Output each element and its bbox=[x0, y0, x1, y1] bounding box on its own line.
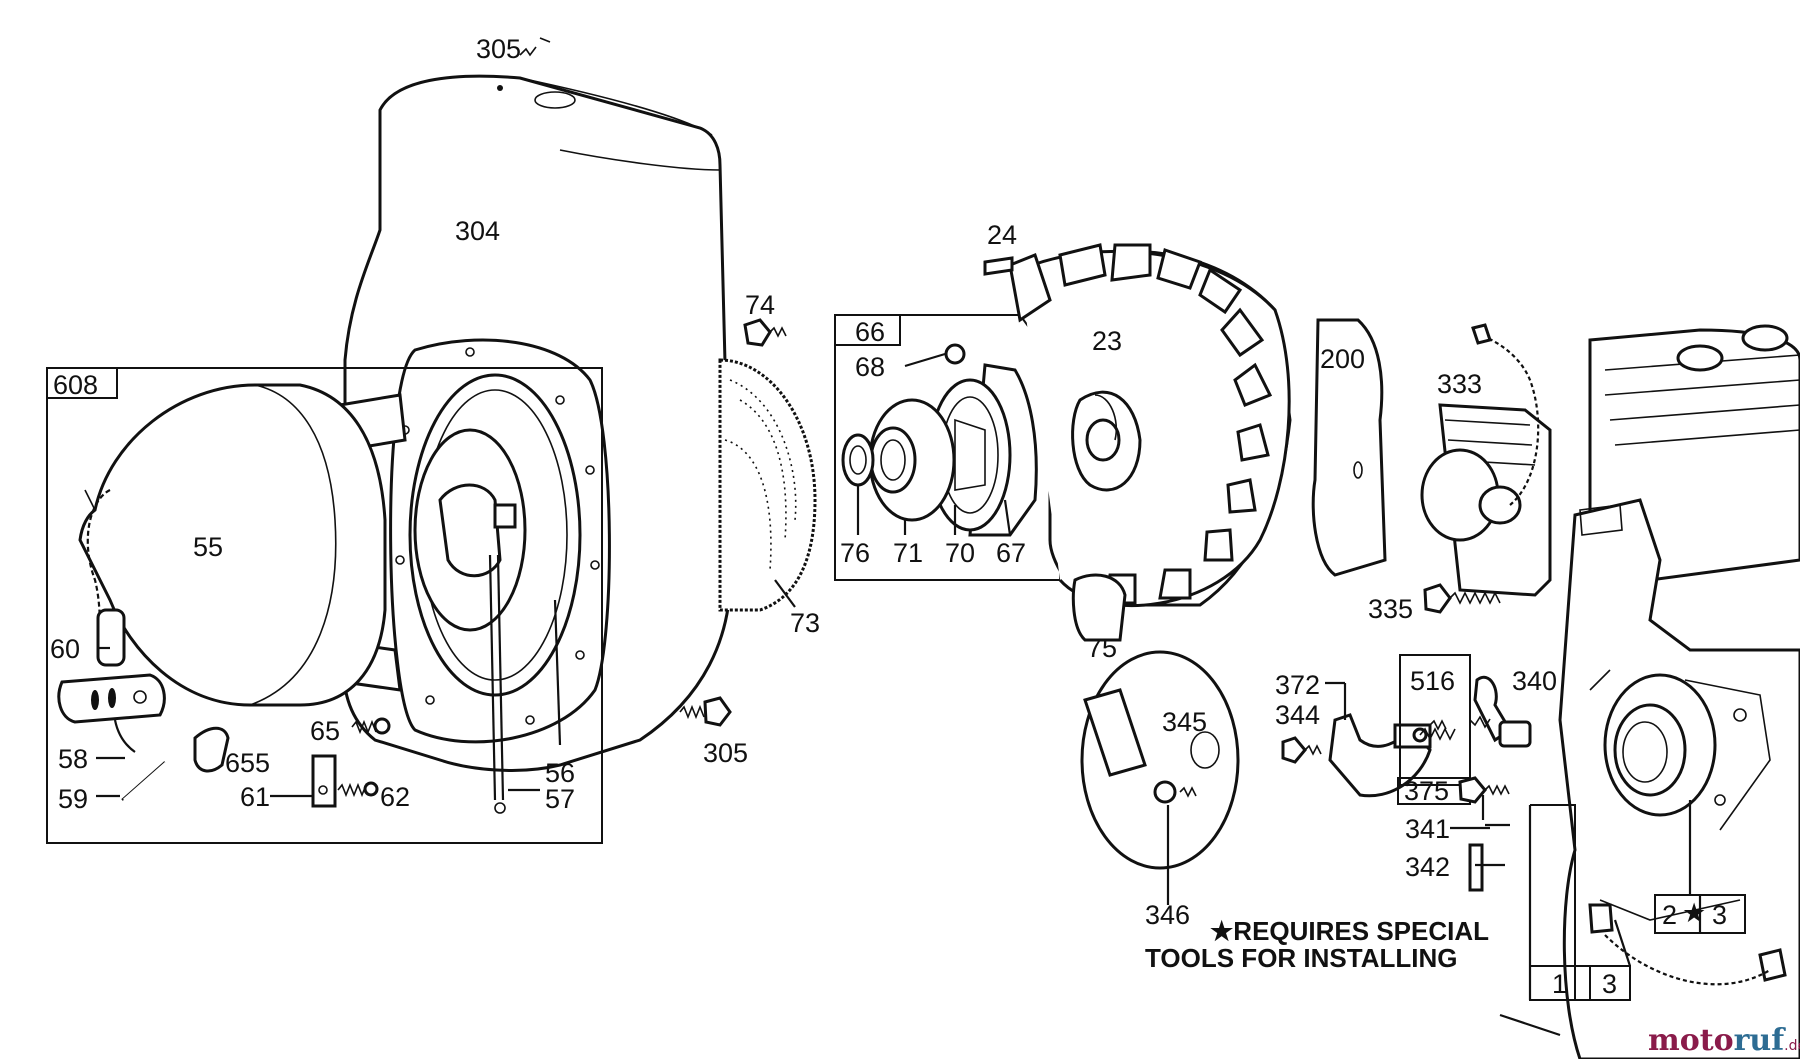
label-58: 58 bbox=[58, 744, 88, 774]
label-345: 345 bbox=[1162, 707, 1207, 737]
flywheel-23 bbox=[1008, 243, 1292, 607]
special-tools-note-line2: TOOLS FOR INSTALLING bbox=[1145, 943, 1457, 973]
label-74: 74 bbox=[745, 290, 775, 320]
label-340: 340 bbox=[1512, 666, 1557, 696]
label-655: 655 bbox=[225, 748, 270, 778]
label-200: 200 bbox=[1320, 344, 1365, 374]
label-333: 333 bbox=[1437, 369, 1482, 399]
starter-rope-handle bbox=[57, 489, 166, 753]
label-75: 75 bbox=[1087, 633, 1117, 663]
starter-cover-55 bbox=[78, 383, 387, 707]
cam-gear-plate-345 bbox=[1080, 650, 1240, 905]
part-number-labels: 305 304 608 55 60 58 59 655 61 62 65 56 … bbox=[50, 34, 1727, 999]
label-375: 375 bbox=[1404, 776, 1449, 806]
label-341: 341 bbox=[1405, 814, 1450, 844]
label-23: 23 bbox=[1092, 326, 1122, 356]
label-61: 61 bbox=[240, 782, 270, 812]
label-608: 608 bbox=[53, 370, 98, 400]
label-2: 2 bbox=[1662, 900, 1677, 930]
rewind-flange bbox=[389, 338, 611, 814]
label-59: 59 bbox=[58, 784, 88, 814]
label-305-bottom: 305 bbox=[703, 738, 748, 768]
crankcase bbox=[1558, 324, 1800, 1059]
label-372: 372 bbox=[1275, 670, 1320, 700]
label-73: 73 bbox=[790, 608, 820, 638]
label-335: 335 bbox=[1368, 594, 1413, 624]
label-344: 344 bbox=[1275, 700, 1320, 730]
label-68: 68 bbox=[855, 352, 885, 382]
watermark-part1: moto bbox=[1648, 1023, 1734, 1058]
label-65: 65 bbox=[310, 716, 340, 746]
kit-608-frame bbox=[46, 367, 603, 844]
watermark-suffix: .de bbox=[1784, 1038, 1800, 1054]
starter-clutch-assembly bbox=[841, 363, 1038, 537]
label-516: 516 bbox=[1410, 666, 1455, 696]
svg-text:motoruf.de: motoruf.de bbox=[1648, 1023, 1800, 1058]
rotating-screen-73 bbox=[718, 358, 817, 612]
special-tools-note-line1: ★REQUIRES SPECIAL bbox=[1210, 916, 1489, 946]
star-marker: ★ bbox=[1682, 898, 1706, 928]
flange-bolt-holes bbox=[395, 347, 600, 725]
watermark-logo: motoruf.de bbox=[1648, 1023, 1800, 1058]
ignition-armature-333 bbox=[1420, 323, 1552, 597]
label-70: 70 bbox=[945, 538, 975, 568]
label-1: 1 bbox=[1552, 969, 1567, 999]
label-305-top: 305 bbox=[476, 34, 521, 64]
label-66: 66 bbox=[855, 317, 885, 347]
watermark-part2: ruf bbox=[1734, 1023, 1787, 1058]
label-3-b: 3 bbox=[1602, 969, 1617, 999]
label-24: 24 bbox=[987, 220, 1017, 250]
label-71: 71 bbox=[893, 538, 923, 568]
flywheel-fins bbox=[1008, 243, 1273, 605]
label-3-a: 3 bbox=[1712, 900, 1727, 930]
label-76: 76 bbox=[840, 538, 870, 568]
label-56: 56 bbox=[545, 758, 575, 788]
label-304: 304 bbox=[455, 216, 500, 246]
label-67: 67 bbox=[996, 538, 1026, 568]
label-55: 55 bbox=[193, 532, 223, 562]
label-62: 62 bbox=[380, 782, 410, 812]
label-342: 342 bbox=[1405, 852, 1450, 882]
label-346: 346 bbox=[1145, 900, 1190, 930]
label-57: 57 bbox=[545, 784, 575, 814]
label-60: 60 bbox=[50, 634, 80, 664]
